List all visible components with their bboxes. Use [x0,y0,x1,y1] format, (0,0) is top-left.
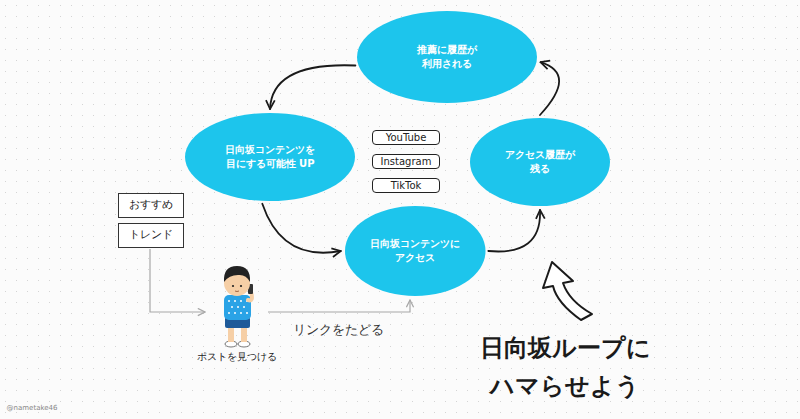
caption-label: ポストを見つける [197,351,277,363]
flow-line [268,300,410,312]
text-group: YouTube [386,132,427,143]
node-text: トレンド [129,228,173,241]
link-label: リンクをたどる [293,322,384,338]
cycle-arrow [540,62,559,115]
leg [241,326,247,342]
ellipse-fill [345,206,486,296]
watermark: @nametake46 [7,404,58,412]
text-group: アクセス履歴が 残る [505,148,575,177]
person-illustration [224,266,253,347]
node-text: 日向坂コンテンツを 目にする可能性 UP [225,143,315,172]
platform-pill: YouTube [372,130,440,145]
ellipse-shape [345,206,486,296]
text-group: 推薦に履歴が 利用される [417,43,477,72]
eye [240,285,242,287]
text-group: 日向坂コンテンツを 目にする可能性 UP [225,143,315,172]
slogan-text: 日向坂ループに ハマらせよう [480,329,651,405]
mouth [235,291,239,293]
process-ellipse: 推薦に履歴が 利用される [357,11,537,103]
text-group: トレンド [129,228,173,241]
node-text: アクセス履歴が 残る [505,148,575,177]
process-ellipse: 日向坂コンテンツを 目にする可能性 UP [185,113,355,201]
hollow-arrow [543,262,592,320]
source-box: おすすめ [118,193,184,218]
node-text: Instagram [381,156,432,167]
node-text: 日向坂コンテンツに アクセス [370,237,460,266]
node-text: YouTube [386,132,427,143]
text-group: おすすめ [129,198,173,211]
leg [228,326,234,342]
node-text: おすすめ [129,198,173,211]
process-ellipse: 日向坂コンテンツに アクセス [345,206,486,296]
shirt-pattern [228,300,248,314]
source-box: トレンド [118,223,184,248]
ellipse-shape [357,11,537,103]
text-group: TikTok [391,180,422,191]
cycle-arrow [270,65,355,109]
node-text: TikTok [391,180,422,191]
cycle-arrow [262,204,341,253]
process-ellipse: アクセス履歴が 残る [470,118,610,206]
eye [232,285,234,287]
ellipse-fill [357,11,537,103]
platform-pill: Instagram [372,154,440,169]
ellipse-shape [185,113,355,201]
cycle-arrow [488,210,540,251]
hair [224,266,250,282]
ellipse-fill [185,113,355,201]
platform-pill: TikTok [372,178,440,193]
node-text: 推薦に履歴が 利用される [417,43,477,72]
text-group: Instagram [381,156,432,167]
text-group: 日向坂コンテンツに アクセス [370,237,460,266]
ellipse-fill [470,118,610,206]
flow-line [150,249,205,312]
ellipse-shape [470,118,610,206]
